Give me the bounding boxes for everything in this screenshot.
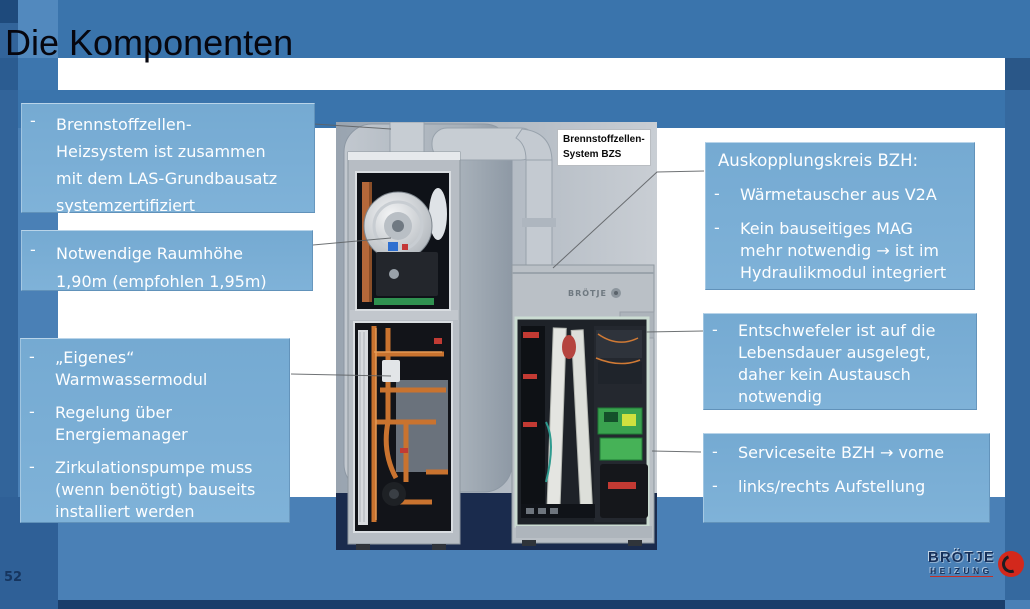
bullet-dash: - (29, 457, 35, 476)
bullet-dash: - (30, 240, 36, 259)
brotje-logo-sub: HEIZUNG (930, 566, 993, 577)
list-item: - Notwendige Raumhöhe 1,90m (empfohlen 1… (22, 240, 312, 296)
bullet-dash: - (712, 442, 718, 461)
photo-label: Brennstoffzellen- System BZS (557, 129, 651, 166)
list-item: - links/rechts Aufstellung (704, 476, 989, 498)
bg-right-stripe-square (1005, 58, 1030, 90)
brotje-logo-circle-icon (997, 550, 1024, 577)
photo-label-line1: Brennstoffzellen- (563, 134, 645, 145)
list-item: - Brennstoffzellen- Heizsystem ist zusam… (22, 111, 314, 219)
left-unit (347, 151, 461, 550)
bg-left-column-light-mid (18, 58, 58, 90)
list-item: - Kein bauseitiges MAG mehr notwendig → … (706, 218, 974, 284)
info-box-heizsystem: - Brennstoffzellen- Heizsystem ist zusam… (21, 103, 315, 215)
box-heading: Auskopplungskreis BZH: (718, 151, 919, 170)
info-box-serviceseite: - Serviceseite BZH → vorne - links/recht… (703, 433, 990, 523)
page-number: 52 (4, 570, 23, 585)
list-item-text: Zirkulationspumpe muss (wenn benötigt) b… (55, 458, 256, 521)
list-item-text: Wärmetauscher aus V2A (740, 185, 937, 204)
list-item-text: Brennstoffzellen- Heizsystem ist zusamme… (56, 115, 278, 215)
right-unit: BRÖTJE (511, 264, 655, 546)
bullet-dash: - (29, 347, 35, 366)
page-title: Die Komponenten (5, 22, 294, 63)
callout-line-right3 (651, 450, 702, 453)
list-item-text: Kein bauseitiges MAG mehr notwendig → is… (740, 219, 947, 282)
list-item: - Entschwefeler ist auf die Lebensdauer … (704, 320, 976, 408)
bg-left-column-light-top (18, 0, 58, 58)
list-item-text: „Eigenes“ Warmwassermodul (55, 348, 208, 389)
list-item-text: links/rechts Aufstellung (738, 477, 926, 496)
bg-right-stripe (1005, 0, 1030, 609)
brotje-logo: BRÖTJE HEIZUNG (928, 550, 1024, 577)
bg-right-stripe-top (1005, 0, 1030, 58)
bullet-dash: - (29, 402, 35, 421)
flue-pipes (389, 122, 556, 267)
bg-bottom-bar (0, 600, 1005, 609)
list-item: - Wärmetauscher aus V2A (706, 184, 974, 206)
brotje-logo-text: BRÖTJE HEIZUNG (928, 550, 995, 577)
list-item: - Serviceseite BZH → vorne (704, 442, 989, 464)
bg-left-column-dark (0, 0, 18, 609)
list-item: - Zirkulationspumpe muss (wenn benötigt)… (21, 457, 289, 523)
info-box-raumhoehe: - Notwendige Raumhöhe 1,90m (empfohlen 1… (21, 230, 313, 291)
bg-right-stripe-bottom (1005, 600, 1030, 609)
bg-top-band (0, 0, 1030, 58)
list-item-text: Regelung über Energiemanager (55, 403, 188, 444)
bg-left-corner-square (0, 0, 18, 23)
bg-left-column-mid (0, 58, 18, 90)
bullet-dash: - (712, 320, 718, 339)
bullet-dash: - (30, 111, 36, 130)
device-logo-text: BRÖTJE (568, 288, 607, 298)
bg-white-stripe (58, 58, 1005, 90)
photo-label-line2: System BZS (563, 149, 622, 160)
list-item-text: Serviceseite BZH → vorne (738, 443, 945, 462)
list-item: - „Eigenes“ Warmwassermodul (21, 347, 289, 391)
bullet-dash: - (714, 218, 720, 237)
info-box-entschwefeler: - Entschwefeler ist auf die Lebensdauer … (703, 313, 977, 410)
bullet-dash: - (712, 476, 718, 495)
system-photo: BRÖTJE (336, 122, 657, 550)
info-box-warmwassermodul: - „Eigenes“ Warmwassermodul - Regelung ü… (20, 338, 290, 523)
list-item-text: Notwendige Raumhöhe 1,90m (empfohlen 1,9… (56, 244, 267, 291)
bullet-dash: - (714, 184, 720, 203)
list-item: - Regelung über Energiemanager (21, 402, 289, 446)
list-item-text: Entschwefeler ist auf die Lebensdauer au… (738, 321, 936, 406)
brotje-logo-name: BRÖTJE (928, 549, 995, 566)
info-box-auskopplungskreis: Auskopplungskreis BZH: - Wärmetauscher a… (705, 142, 975, 290)
